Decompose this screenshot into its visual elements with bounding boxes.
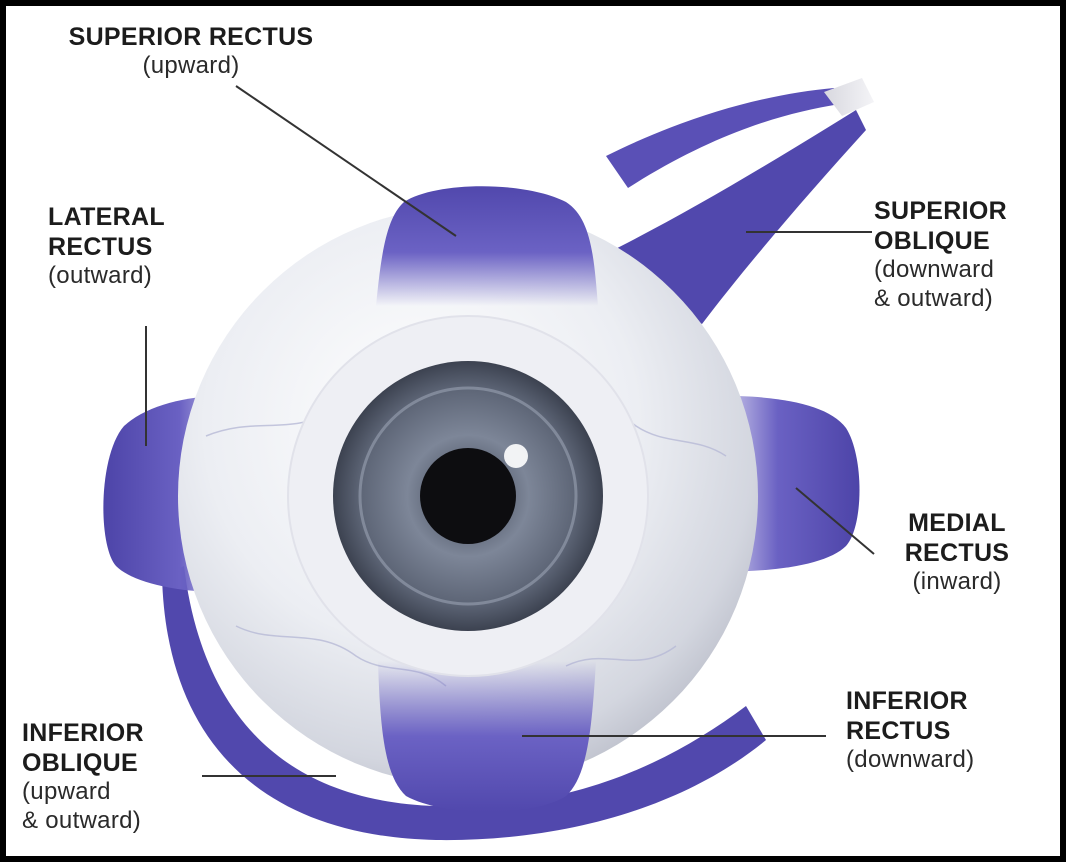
superior-rectus-name: SUPERIOR RECTUS [36, 22, 346, 52]
label-inferior-oblique: INFERIOR OBLIQUE (upward & outward) [22, 718, 144, 836]
lateral-rectus-action: (outward) [48, 262, 165, 291]
inferior-rectus-name-line-1: INFERIOR [846, 686, 974, 716]
superior-oblique-name-line-1: SUPERIOR [874, 196, 1007, 226]
inferior-oblique-action-line-2: & outward) [22, 807, 144, 836]
inferior-oblique-action-line-1: (upward [22, 778, 144, 807]
label-superior-rectus: SUPERIOR RECTUS (upward) [36, 22, 346, 81]
inferior-rectus-name-line-2: RECTUS [846, 716, 974, 746]
superior-oblique-name-line-2: OBLIQUE [874, 226, 1007, 256]
superior-rectus-action: (upward) [36, 52, 346, 81]
label-superior-oblique: SUPERIOR OBLIQUE (downward & outward) [874, 196, 1007, 314]
medial-rectus-name-line-1: MEDIAL [882, 508, 1032, 538]
inferior-oblique-name-line-2: OBLIQUE [22, 748, 144, 778]
lateral-rectus-name-line-2: RECTUS [48, 232, 165, 262]
medial-rectus-name-line-2: RECTUS [882, 538, 1032, 568]
label-lateral-rectus: LATERAL RECTUS (outward) [48, 202, 165, 291]
label-medial-rectus: MEDIAL RECTUS (inward) [882, 508, 1032, 597]
inferior-rectus-action: (downward) [846, 746, 974, 775]
trochlea-tendon [824, 78, 874, 116]
light-reflection [504, 444, 528, 468]
lateral-rectus-name-line-1: LATERAL [48, 202, 165, 232]
superior-oblique-action-line-1: (downward [874, 256, 1007, 285]
diagram-frame: SUPERIOR RECTUS (upward) LATERAL RECTUS … [6, 6, 1060, 856]
inferior-oblique-name-line-1: INFERIOR [22, 718, 144, 748]
superior-oblique-action-line-2: & outward) [874, 285, 1007, 314]
medial-rectus-action: (inward) [882, 568, 1032, 597]
pupil [420, 448, 516, 544]
label-inferior-rectus: INFERIOR RECTUS (downward) [846, 686, 974, 775]
